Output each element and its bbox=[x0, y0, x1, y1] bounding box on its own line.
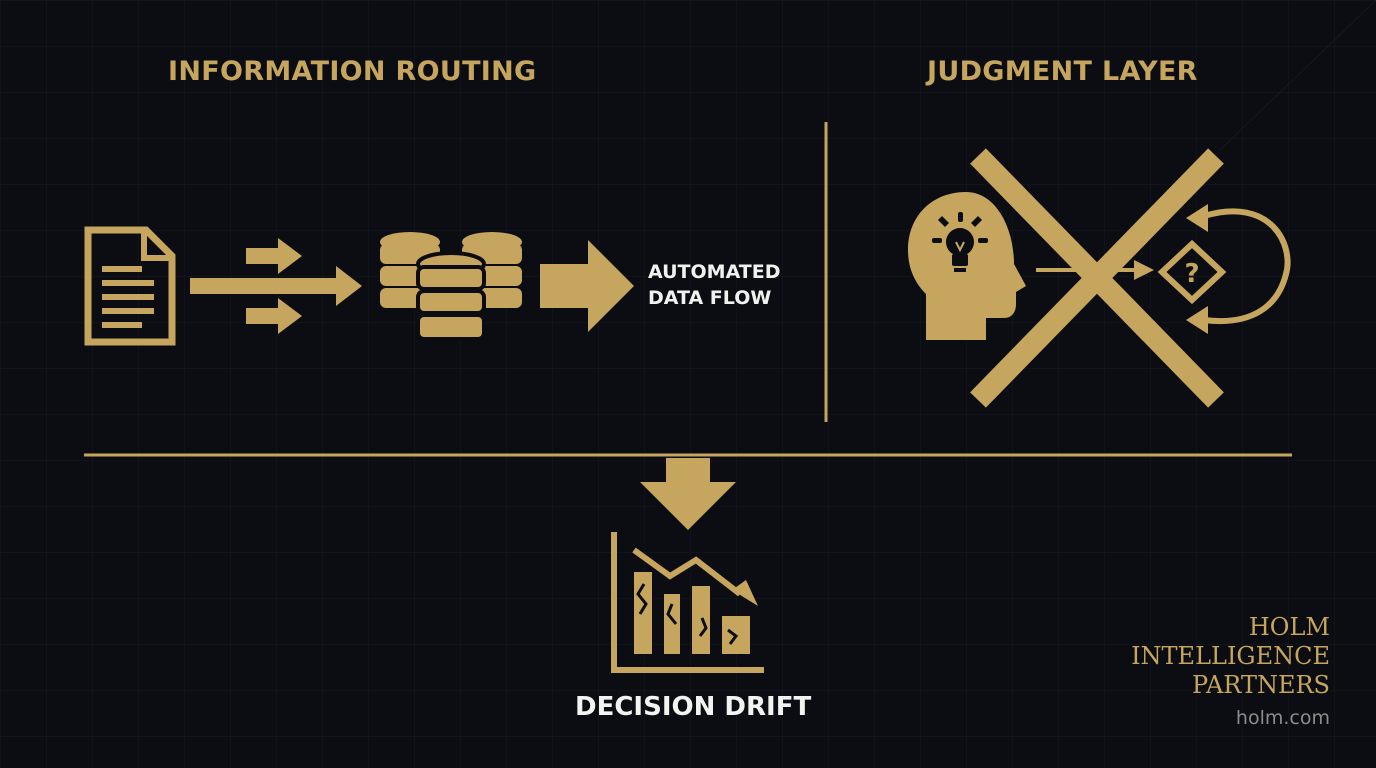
arrows-icon bbox=[190, 238, 362, 334]
brand-line-intelligence: INTELLIGENCE bbox=[1131, 642, 1330, 670]
loop-arrow-icon bbox=[1186, 204, 1291, 334]
brand-line-holm: HOLM bbox=[1248, 613, 1330, 641]
database-icon bbox=[380, 232, 522, 341]
automated-label: AUTOMATED bbox=[648, 261, 781, 283]
document-icon bbox=[84, 226, 176, 346]
vertical-divider bbox=[824, 122, 828, 422]
arrow-down-icon bbox=[640, 458, 736, 530]
arrow-right-icon bbox=[540, 240, 634, 332]
information-routing-title: INFORMATION ROUTING bbox=[168, 56, 537, 87]
declining-chart-icon bbox=[611, 532, 764, 673]
judgment-layer-title: JUDGMENT LAYER bbox=[927, 56, 1198, 87]
horizontal-divider bbox=[84, 453, 1292, 457]
head-lightbulb-icon bbox=[908, 192, 1026, 340]
cross-out-icon bbox=[970, 148, 1224, 408]
decision-drift-label: DECISION DRIFT bbox=[575, 692, 812, 722]
question-diamond-icon: ? bbox=[1157, 239, 1227, 305]
svg-text:?: ? bbox=[1184, 259, 1199, 289]
brand-line-partners: PARTNERS bbox=[1192, 671, 1330, 699]
data-flow-label: DATA FLOW bbox=[648, 287, 772, 309]
brand-block: HOLM INTELLIGENCE PARTNERS bbox=[1131, 613, 1330, 700]
website-link[interactable]: holm.com bbox=[1235, 707, 1330, 729]
